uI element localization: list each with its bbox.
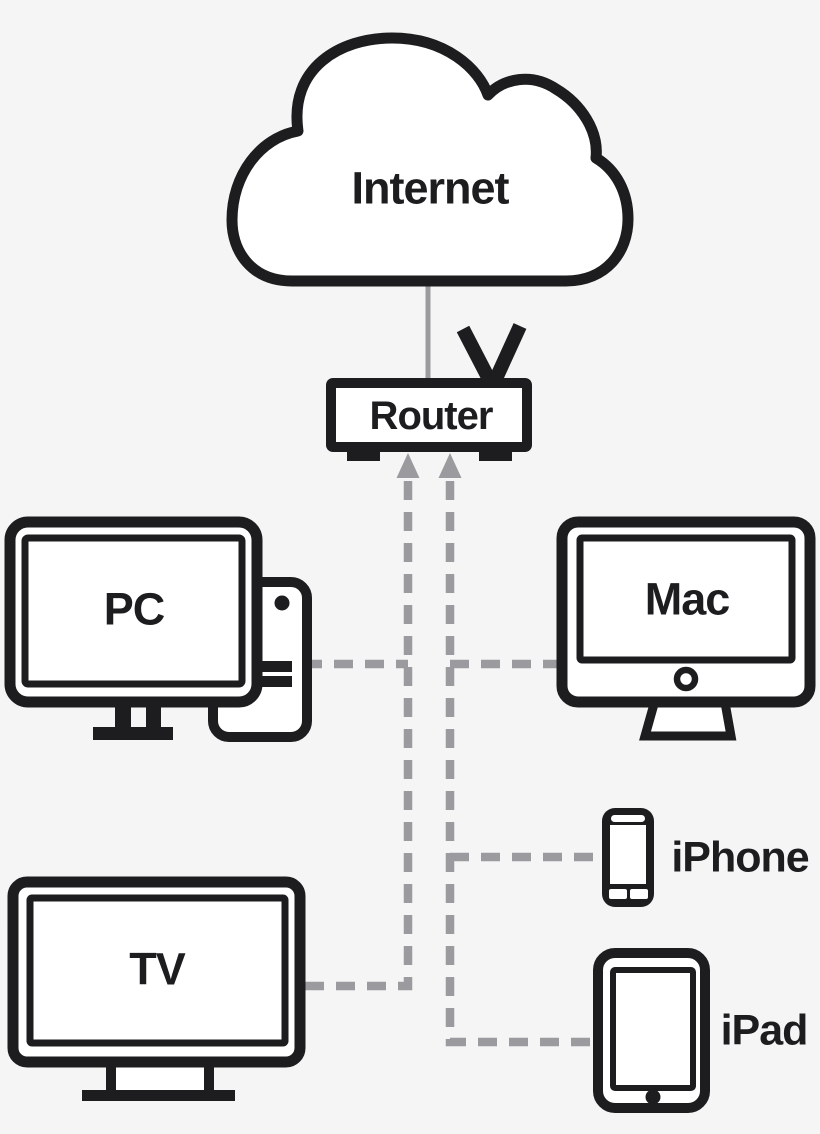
mac-icon — [556, 516, 816, 741]
iphone-home-slot — [630, 889, 648, 899]
mac-screen — [576, 534, 796, 664]
iphone-label: iPhone — [671, 833, 809, 882]
internet-label: Internet — [351, 162, 509, 214]
mac-chin-button — [673, 666, 699, 692]
tv-icon — [7, 876, 306, 1101]
router-foot — [479, 446, 512, 461]
pc-screen — [21, 534, 246, 688]
tv-stand-leg — [204, 1058, 214, 1092]
iphone-screen — [610, 825, 646, 884]
pc-power-button — [274, 595, 290, 611]
iphone-icon — [602, 808, 654, 907]
router-antenna-icon — [487, 323, 527, 386]
router-label: Router — [369, 394, 494, 438]
router-icon — [326, 323, 532, 461]
connector-lines — [301, 270, 603, 1047]
ipad-icon — [593, 948, 710, 1113]
iphone-home-slot — [609, 889, 627, 899]
tv-screen — [26, 894, 289, 1047]
iphone-speaker-slot — [611, 815, 645, 822]
ipad-screen — [610, 967, 696, 1091]
pc-icon — [4, 516, 312, 742]
tv-stand-base — [82, 1090, 235, 1101]
arrow-up-icon — [438, 453, 462, 478]
tv-stand-leg — [106, 1058, 116, 1092]
ipad-home-button — [645, 1089, 661, 1105]
ipad-label: iPad — [720, 1006, 809, 1055]
connector-tv-router — [301, 481, 413, 991]
tv-label: TV — [129, 943, 186, 995]
router-body — [326, 378, 532, 452]
mac-label: Mac — [644, 573, 731, 625]
pc-label: PC — [103, 583, 166, 635]
arrow-up-icon — [396, 453, 420, 478]
pc-drive-slot — [250, 676, 292, 687]
pc-stand-base — [93, 727, 173, 740]
router-foot — [347, 446, 380, 461]
internet-cloud-icon — [226, 32, 634, 287]
cloud-shape — [226, 32, 634, 287]
pc-drive-slot — [250, 661, 292, 672]
router-antenna-icon — [456, 325, 498, 387]
